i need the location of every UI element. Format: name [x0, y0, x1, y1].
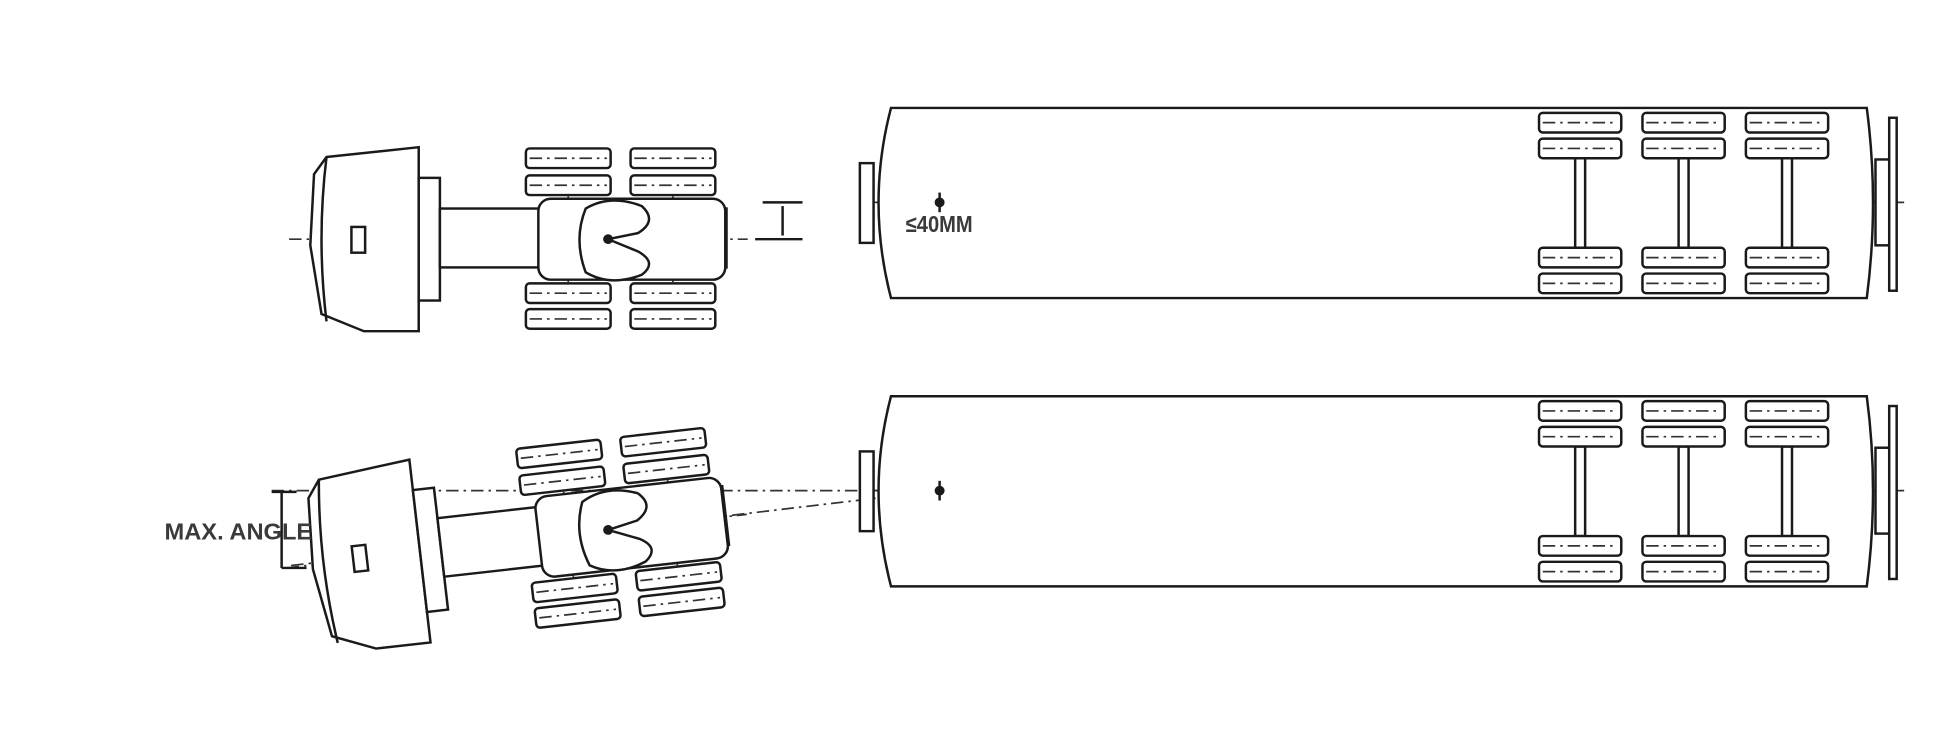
tire [629, 147, 717, 170]
front-plate [858, 161, 875, 245]
semi-trailer [858, 106, 1905, 300]
axle [1780, 157, 1794, 250]
tire [622, 453, 711, 485]
cab-rear-plate [417, 176, 442, 302]
trailer-body [877, 394, 1875, 588]
cab-marker [350, 225, 367, 254]
windshield [320, 156, 328, 322]
cab-marker [350, 543, 370, 574]
fifth-wheel-coupling [577, 489, 653, 572]
semi-trailer [858, 394, 1905, 588]
max-angle-label: MAX. ANGLE [164, 519, 312, 545]
tire [524, 307, 612, 330]
tire [629, 174, 717, 197]
axle [1677, 445, 1690, 538]
tractor-unit-turned [291, 426, 747, 650]
angled-configuration: MAX. ANGLE [164, 394, 1905, 650]
tire [524, 174, 612, 197]
tire [524, 147, 612, 170]
axle [1780, 445, 1794, 538]
trailer-body [877, 106, 1875, 300]
axle [1573, 445, 1587, 538]
straight-configuration: ≤40MM [289, 106, 1905, 333]
rear-bumper [1887, 116, 1898, 292]
tire [533, 598, 622, 629]
tire [619, 426, 708, 458]
rear-bumper [1887, 404, 1898, 581]
windshield [317, 479, 339, 644]
tire [629, 282, 717, 305]
kingpin-socket [603, 525, 614, 535]
axle [1677, 157, 1690, 250]
tire [518, 465, 607, 497]
fifth-wheel-coupling [578, 199, 651, 282]
tire [524, 282, 612, 305]
kingpin-socket [603, 234, 614, 245]
tire [634, 561, 723, 592]
tire [629, 307, 717, 330]
angle-bracket [271, 490, 307, 570]
tractor-unit [289, 145, 748, 333]
tire [515, 438, 604, 470]
tire [530, 572, 619, 604]
clearance-label: ≤40MM [906, 210, 973, 237]
tire [637, 586, 726, 618]
front-plate [858, 450, 875, 533]
axle [1573, 157, 1587, 250]
clearance-dimension [755, 201, 803, 241]
